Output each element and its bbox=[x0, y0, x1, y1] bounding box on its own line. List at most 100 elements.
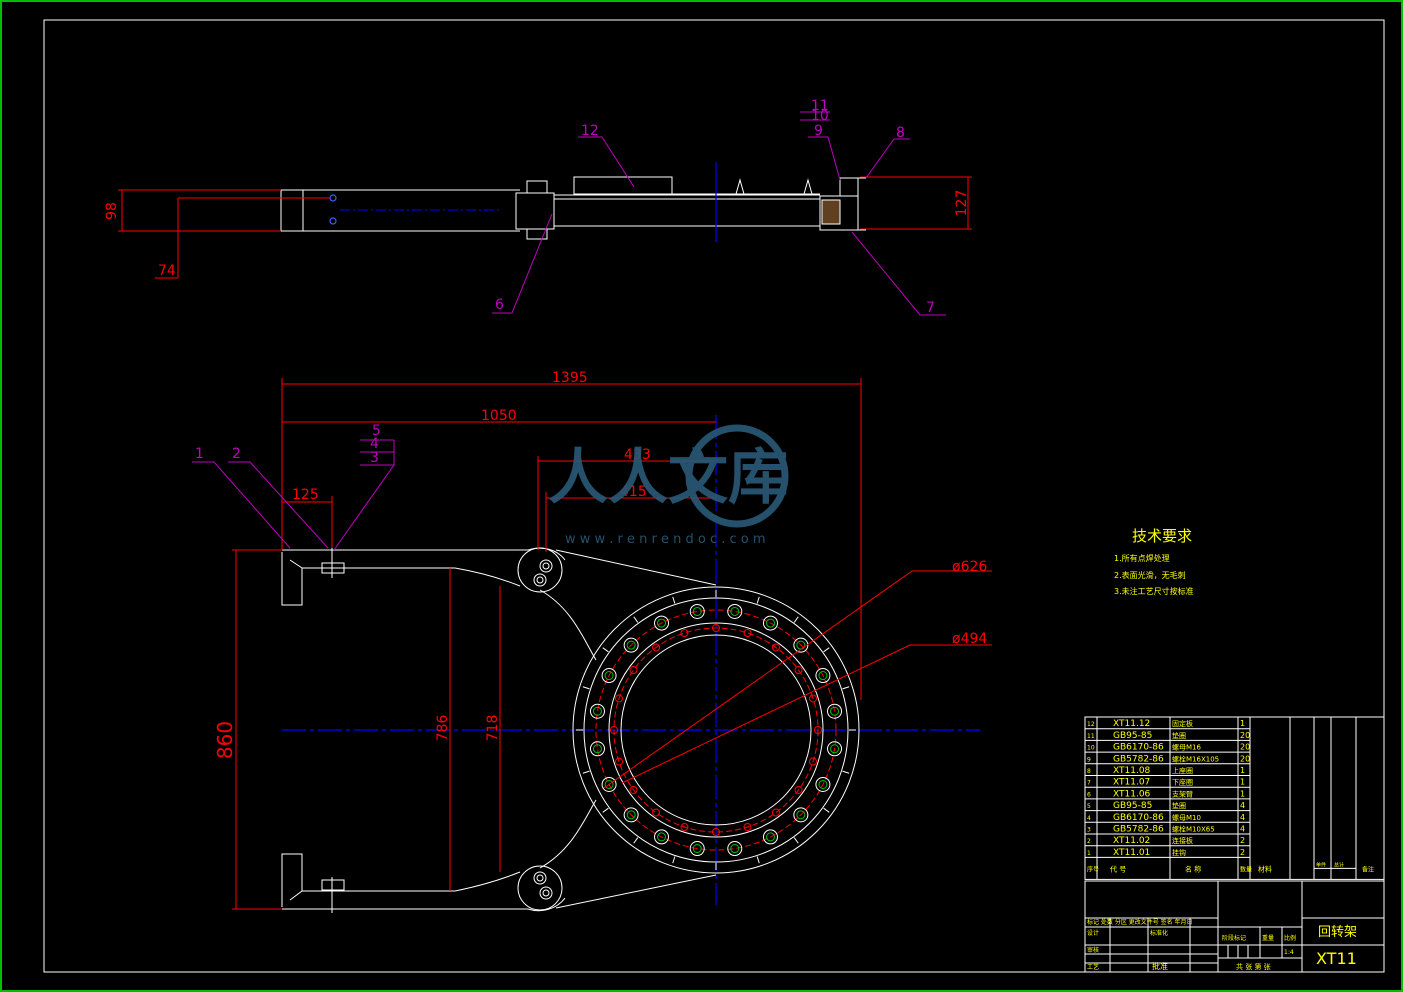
label-9: 9 bbox=[814, 123, 823, 139]
label-10: 10 bbox=[811, 108, 829, 124]
dim-860: 860 bbox=[213, 721, 237, 759]
bom-row-code: XT11.02 bbox=[1113, 836, 1150, 846]
bom-row-name: 下座圈 bbox=[1172, 778, 1193, 787]
label-6: 6 bbox=[495, 297, 504, 313]
label-8: 8 bbox=[896, 125, 905, 141]
bom-row-name: 固定板 bbox=[1172, 719, 1193, 728]
inner-bolt-hole bbox=[680, 823, 689, 832]
ring-tick bbox=[602, 807, 609, 813]
tb-part-name: 回转架 bbox=[1318, 925, 1357, 940]
inner-bolt-hole bbox=[680, 628, 689, 637]
bom-row-qty: 4 bbox=[1240, 801, 1245, 810]
dim-415: 415 bbox=[620, 484, 647, 500]
dim-433: 433 bbox=[624, 447, 651, 463]
ring-bolt bbox=[589, 703, 605, 719]
ring-bolt bbox=[793, 807, 809, 823]
bom-row-qty: 20 bbox=[1240, 743, 1250, 752]
bom-border bbox=[1084, 716, 1385, 880]
bom-row-no: 3 bbox=[1087, 827, 1091, 834]
bom-row-code: GB6170-86 bbox=[1113, 743, 1164, 753]
bom-row-name: 连接板 bbox=[1172, 836, 1193, 845]
top-view-dimensions bbox=[118, 176, 972, 279]
ring-bolt bbox=[762, 829, 778, 845]
bom-hdr-name: 名 称 bbox=[1185, 864, 1201, 873]
ring-tick bbox=[672, 856, 676, 864]
ring-tick bbox=[633, 616, 639, 623]
bom-row-name: 挂钩 bbox=[1172, 848, 1186, 857]
tb-scale-label: 比例 bbox=[1284, 934, 1296, 942]
top-view-leaders bbox=[492, 111, 946, 316]
bom-row-no: 5 bbox=[1087, 803, 1091, 810]
watermark-logo-ring bbox=[685, 424, 789, 528]
bom-row-code: XT11.07 bbox=[1113, 778, 1150, 788]
ring-bolt bbox=[815, 668, 831, 684]
bom-row-qty: 4 bbox=[1240, 813, 1245, 822]
tb-weight-label: 重量 bbox=[1262, 934, 1274, 942]
bom-row-code: XT11.01 bbox=[1113, 848, 1150, 858]
bom-row-code: GB5782-86 bbox=[1113, 825, 1164, 835]
bom-row-name: 螺母M16 bbox=[1172, 743, 1201, 752]
inner-bolt-hole bbox=[629, 785, 638, 794]
label-5: 5 bbox=[372, 423, 381, 439]
bom-row-code: GB5782-86 bbox=[1113, 754, 1164, 764]
tb-process-label: 工艺 bbox=[1087, 963, 1099, 971]
bom-row-qty: 1 bbox=[1240, 778, 1245, 787]
ring-tick bbox=[823, 647, 830, 653]
bom-hdr-qty: 数量 bbox=[1240, 865, 1252, 873]
inner-bolt-hole bbox=[809, 757, 818, 766]
ring-tick bbox=[633, 837, 639, 844]
inner-bolt-hole bbox=[614, 694, 623, 703]
bom-row-code: XT11.12 bbox=[1113, 719, 1150, 729]
bom-row-qty: 20 bbox=[1240, 731, 1250, 740]
inner-bolt-hole bbox=[712, 828, 720, 836]
label-2: 2 bbox=[232, 446, 241, 462]
dim-718: 718 bbox=[485, 715, 501, 742]
bom-row-no: 2 bbox=[1087, 838, 1091, 845]
tb-review-label: 审核 bbox=[1087, 946, 1099, 954]
ring-bolt bbox=[727, 841, 743, 857]
ring-bolt bbox=[623, 807, 639, 823]
bom-row-qty: 4 bbox=[1240, 825, 1245, 834]
ring-bolt bbox=[689, 841, 705, 857]
inner-bolt-hole bbox=[652, 643, 661, 652]
tech-req-item-2: 2.表面光滑，无毛刺 bbox=[1114, 570, 1186, 580]
bom-row-no: 10 bbox=[1087, 745, 1095, 752]
ring-bolt bbox=[762, 615, 778, 631]
bom-row-qty: 20 bbox=[1240, 754, 1250, 763]
tb-scale-value: 1:4 bbox=[1284, 949, 1294, 956]
ring-tick bbox=[672, 596, 676, 604]
bom-row-code: GB95-85 bbox=[1113, 801, 1152, 811]
watermark-brand: 人人文库 bbox=[548, 443, 788, 513]
ring-bolt bbox=[689, 603, 705, 619]
tb-stage-label: 阶段标记 bbox=[1222, 934, 1246, 942]
ring-bolt bbox=[623, 637, 639, 653]
ring-bolt bbox=[727, 603, 743, 619]
bom-row-name: 螺栓M16X105 bbox=[1172, 754, 1219, 763]
label-7: 7 bbox=[926, 300, 935, 316]
ring-bolts-inner bbox=[610, 624, 822, 836]
bom-row-code: GB95-85 bbox=[1113, 731, 1152, 741]
label-4: 4 bbox=[370, 436, 379, 452]
ring-bolt bbox=[601, 668, 617, 684]
ring-tick bbox=[793, 616, 799, 623]
bom-row-qty: 1 bbox=[1240, 789, 1245, 798]
tb-design-label: 设计 bbox=[1087, 929, 1099, 937]
ring-tick bbox=[582, 686, 590, 690]
bom-row-code: XT11.08 bbox=[1113, 766, 1151, 776]
bom-row-qty: 2 bbox=[1240, 848, 1245, 857]
inner-bolt-hole bbox=[771, 643, 780, 652]
bom-row-qty: 1 bbox=[1240, 719, 1245, 728]
ring-bolt bbox=[589, 741, 605, 757]
dim-98: 98 bbox=[104, 202, 120, 220]
dim-dia-494: ø494 bbox=[952, 631, 987, 647]
top-view-holes bbox=[329, 194, 337, 225]
bom-row-no: 1 bbox=[1087, 850, 1091, 857]
bom-row-name: 垫圈 bbox=[1172, 731, 1186, 740]
tb-std-label: 标准化 bbox=[1150, 929, 1168, 937]
ring-tick bbox=[842, 770, 850, 774]
inner-bolt-hole bbox=[794, 666, 803, 675]
tb-approve-label: 批准 bbox=[1152, 961, 1168, 971]
bom-row-name: 垫圈 bbox=[1172, 801, 1186, 810]
inner-frame bbox=[43, 19, 1385, 973]
